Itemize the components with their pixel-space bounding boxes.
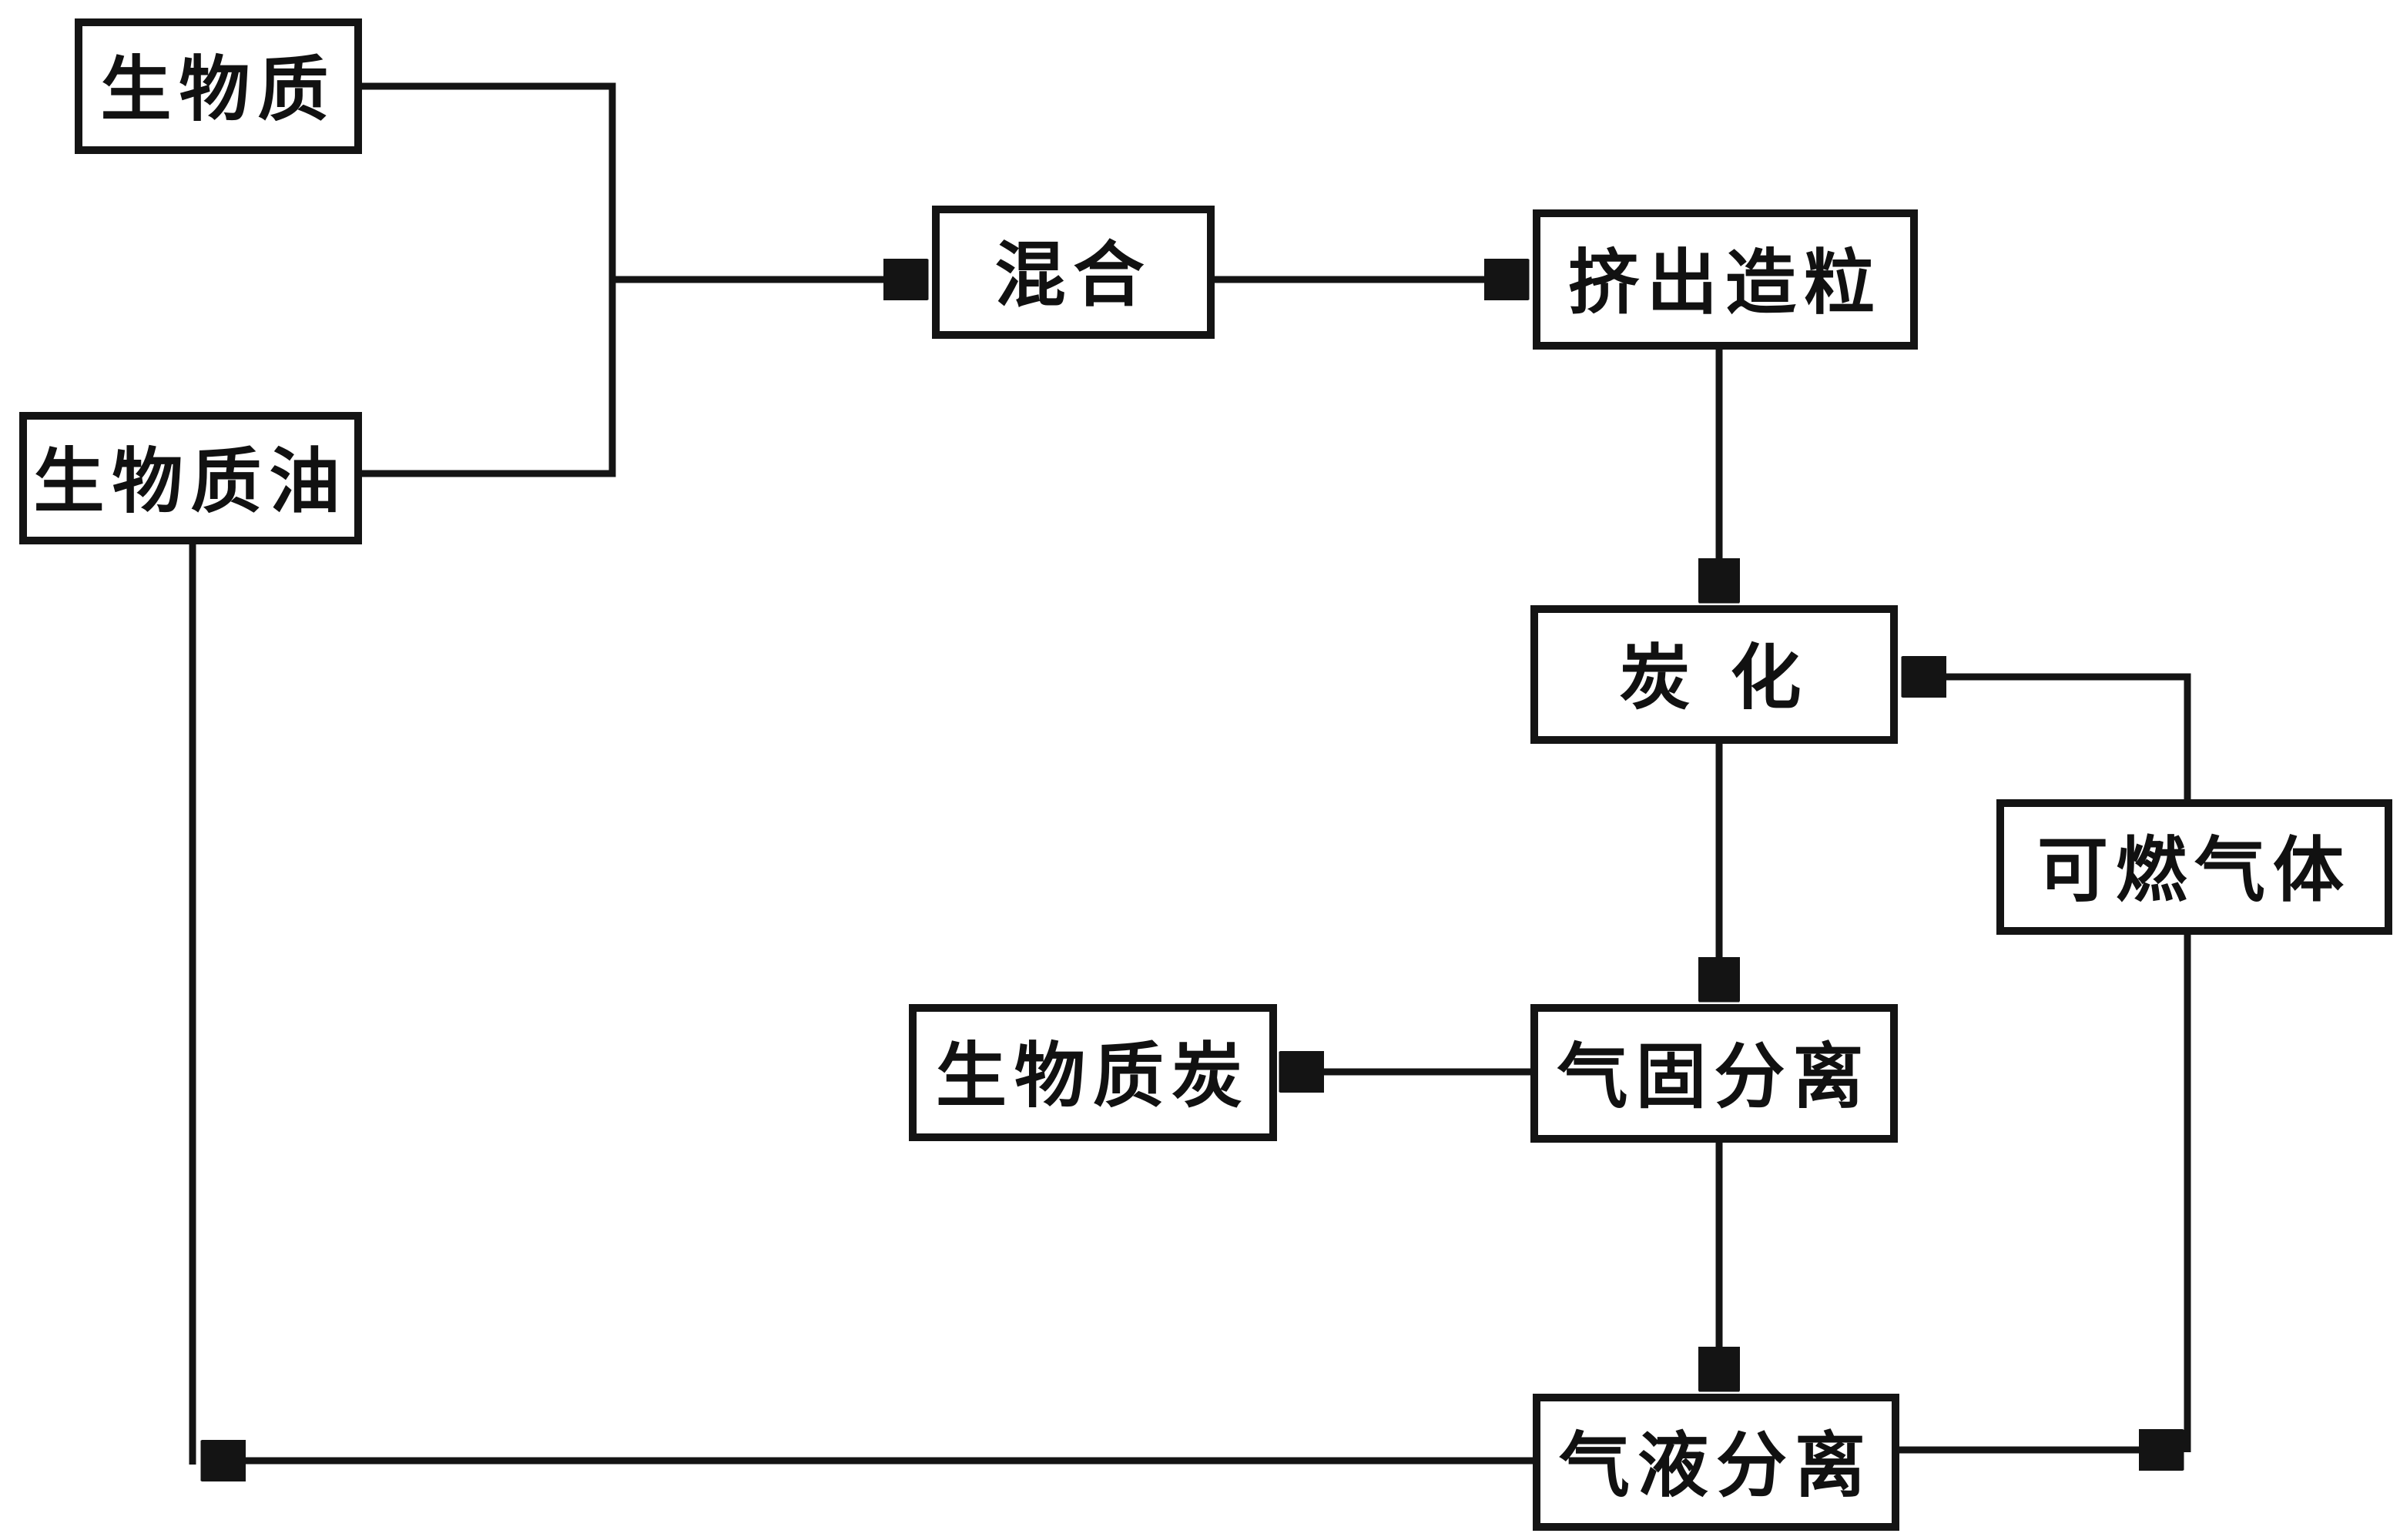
node-gas-solid-separation-label: 气固分离 [1557, 1035, 1872, 1118]
node-gas-solid-separation: 气固分离 [1530, 1004, 1898, 1143]
edge-inputs-merge-bracket [362, 82, 616, 477]
node-biomass: 生物质 [75, 18, 362, 154]
node-biomass-label: 生物质 [100, 48, 337, 131]
node-carbonization-label: 炭 化 [1619, 636, 1809, 719]
node-extrusion-granulation: 挤出造粒 [1533, 209, 1918, 350]
node-carbonization: 炭 化 [1530, 605, 1898, 744]
node-combustible-gas-label: 可燃气体 [2036, 829, 2351, 912]
node-biomass-oil: 生物质油 [19, 412, 362, 544]
node-gas-liquid-separation-label: 气液分离 [1558, 1424, 1873, 1507]
node-mixing: 混合 [932, 206, 1215, 339]
node-extrusion-granulation-label: 挤出造粒 [1567, 241, 1882, 324]
node-gas-liquid-separation: 气液分离 [1533, 1394, 1899, 1531]
node-mixing-label: 混合 [994, 234, 1152, 316]
node-biomass-char: 生物质炭 [909, 1004, 1277, 1141]
node-biomass-char-label: 生物质炭 [935, 1034, 1250, 1117]
edge-combustible-gas-to-carbonization-arrow [1907, 677, 2191, 1452]
node-biomass-oil-label: 生物质油 [33, 440, 348, 523]
node-combustible-gas: 可燃气体 [1996, 799, 2392, 935]
